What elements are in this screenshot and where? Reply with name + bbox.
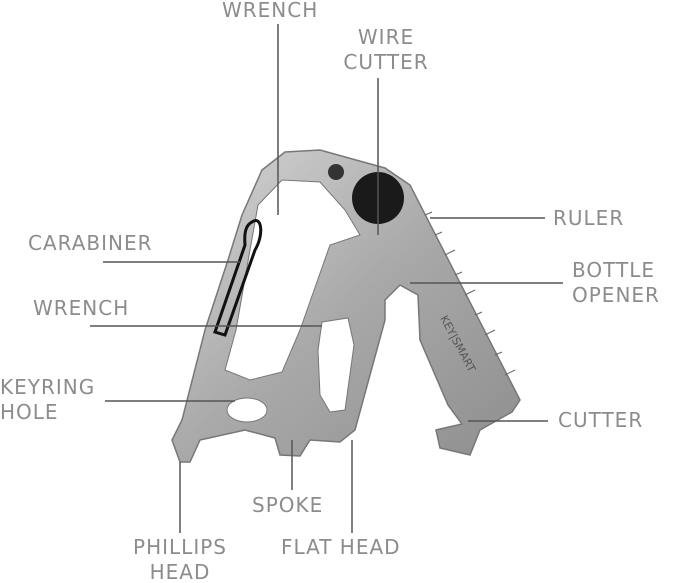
label-bottle-opener-line2: OPENER: [572, 283, 660, 307]
label-wire-cutter-line2: CUTTER: [343, 50, 429, 74]
label-keyring-hole: KEYRING HOLE: [0, 375, 95, 425]
label-wire-cutter-line1: WIRE: [357, 25, 415, 49]
label-wrench-mid: WRENCH: [33, 296, 130, 320]
label-bottle-opener: BOTTLE OPENER: [572, 258, 660, 308]
label-spoke: SPOKE: [252, 493, 324, 517]
label-ruler: RULER: [553, 206, 625, 230]
label-keyring-line2: HOLE: [0, 400, 59, 424]
leader-lines: [90, 24, 563, 533]
pivot-dot: [328, 164, 344, 180]
label-wrench-top: WRENCH: [222, 0, 319, 22]
label-phillips-line1: PHILLIPS: [133, 535, 227, 559]
label-carabiner: CARABINER: [28, 231, 153, 255]
carabiner-opening: [224, 179, 361, 381]
label-phillips-head: PHILLIPS HEAD: [120, 535, 240, 583]
carabiner-gate: [213, 219, 263, 337]
multi-tool: KEY|SMART: [171, 149, 521, 463]
label-wire-cutter: WIRE CUTTER: [340, 25, 432, 75]
label-flat-head: FLAT HEAD: [281, 535, 401, 559]
keyring-hole: [226, 397, 268, 423]
label-keyring-line1: KEYRING: [0, 375, 96, 399]
wrench-cutout: [317, 317, 355, 413]
label-cutter: CUTTER: [558, 408, 644, 432]
label-bottle-opener-line1: BOTTLE: [572, 258, 655, 282]
label-phillips-line2: HEAD: [149, 560, 211, 583]
ruler-ticks: [424, 211, 516, 376]
